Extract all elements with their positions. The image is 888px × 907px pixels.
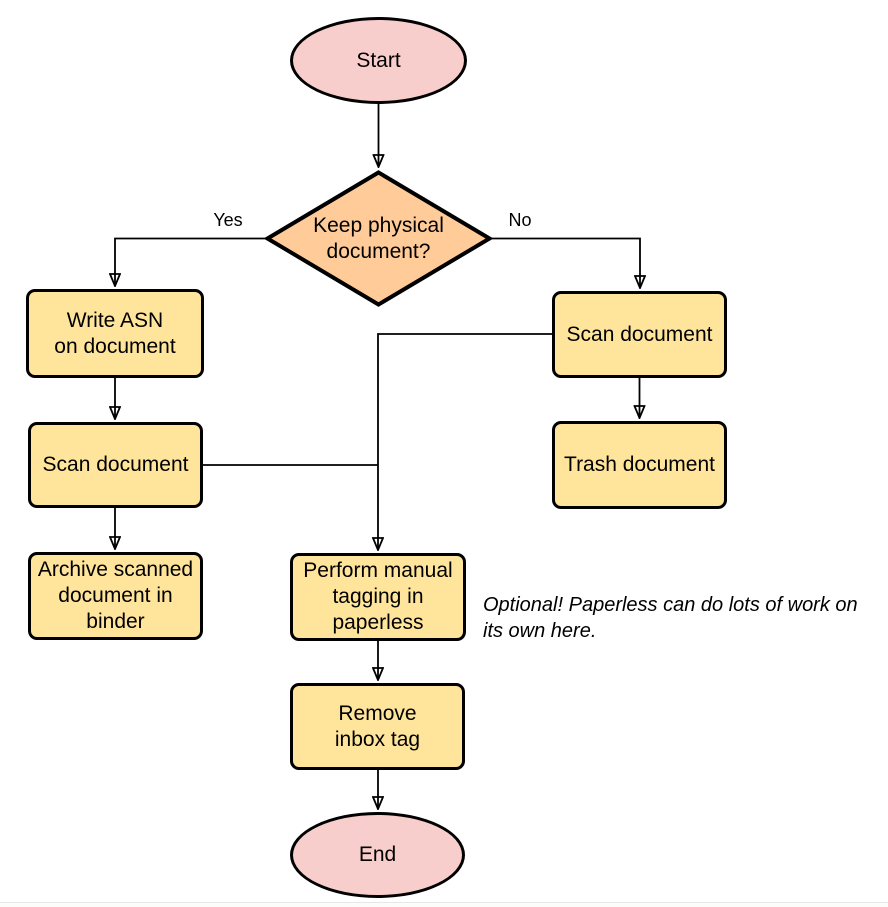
node-end: End bbox=[290, 812, 465, 898]
node-end-label: End bbox=[358, 843, 397, 866]
node-remove-inbox-tag: Remove inbox tag bbox=[290, 683, 465, 770]
node-scan-document-right-label: Scan document bbox=[566, 322, 713, 346]
node-write-asn: Write ASN on document bbox=[26, 289, 204, 378]
edge-decision-no bbox=[492, 237, 640, 289]
node-archive-binder: Archive scanned document in binder bbox=[28, 552, 203, 640]
node-write-asn-label: Write ASN on document bbox=[54, 308, 176, 358]
node-trash-document-label: Trash document bbox=[564, 453, 715, 476]
node-remove-inbox-tag-label: Remove inbox tag bbox=[334, 701, 421, 751]
annotation-optional-note: Optional! Paperless can do lots of work … bbox=[483, 594, 858, 642]
diamond-icon bbox=[265, 170, 492, 307]
node-manual-tagging-label: Perform manual tagging in paperless bbox=[303, 559, 453, 634]
edge-label-yes: Yes bbox=[203, 210, 253, 230]
bottom-divider bbox=[0, 902, 888, 903]
edge-decision-yes bbox=[115, 237, 265, 287]
node-decision-label: Keep physical document? bbox=[313, 213, 444, 263]
node-start-label: Start bbox=[356, 48, 401, 72]
node-scan-document-left: Scan document bbox=[28, 422, 203, 508]
edge-scanright-to-tagging bbox=[378, 333, 552, 550]
node-scan-document-left-label: Scan document bbox=[42, 453, 189, 476]
bottom-strip bbox=[0, 903, 888, 907]
node-start: Start bbox=[290, 17, 467, 104]
node-decision: Keep physical document? bbox=[265, 170, 492, 307]
node-manual-tagging: Perform manual tagging in paperless bbox=[290, 553, 466, 641]
node-scan-document-right: Scan document bbox=[552, 291, 727, 378]
edge-label-no: No bbox=[495, 210, 545, 230]
node-trash-document: Trash document bbox=[552, 421, 727, 509]
node-archive-binder-label: Archive scanned document in binder bbox=[37, 558, 194, 633]
